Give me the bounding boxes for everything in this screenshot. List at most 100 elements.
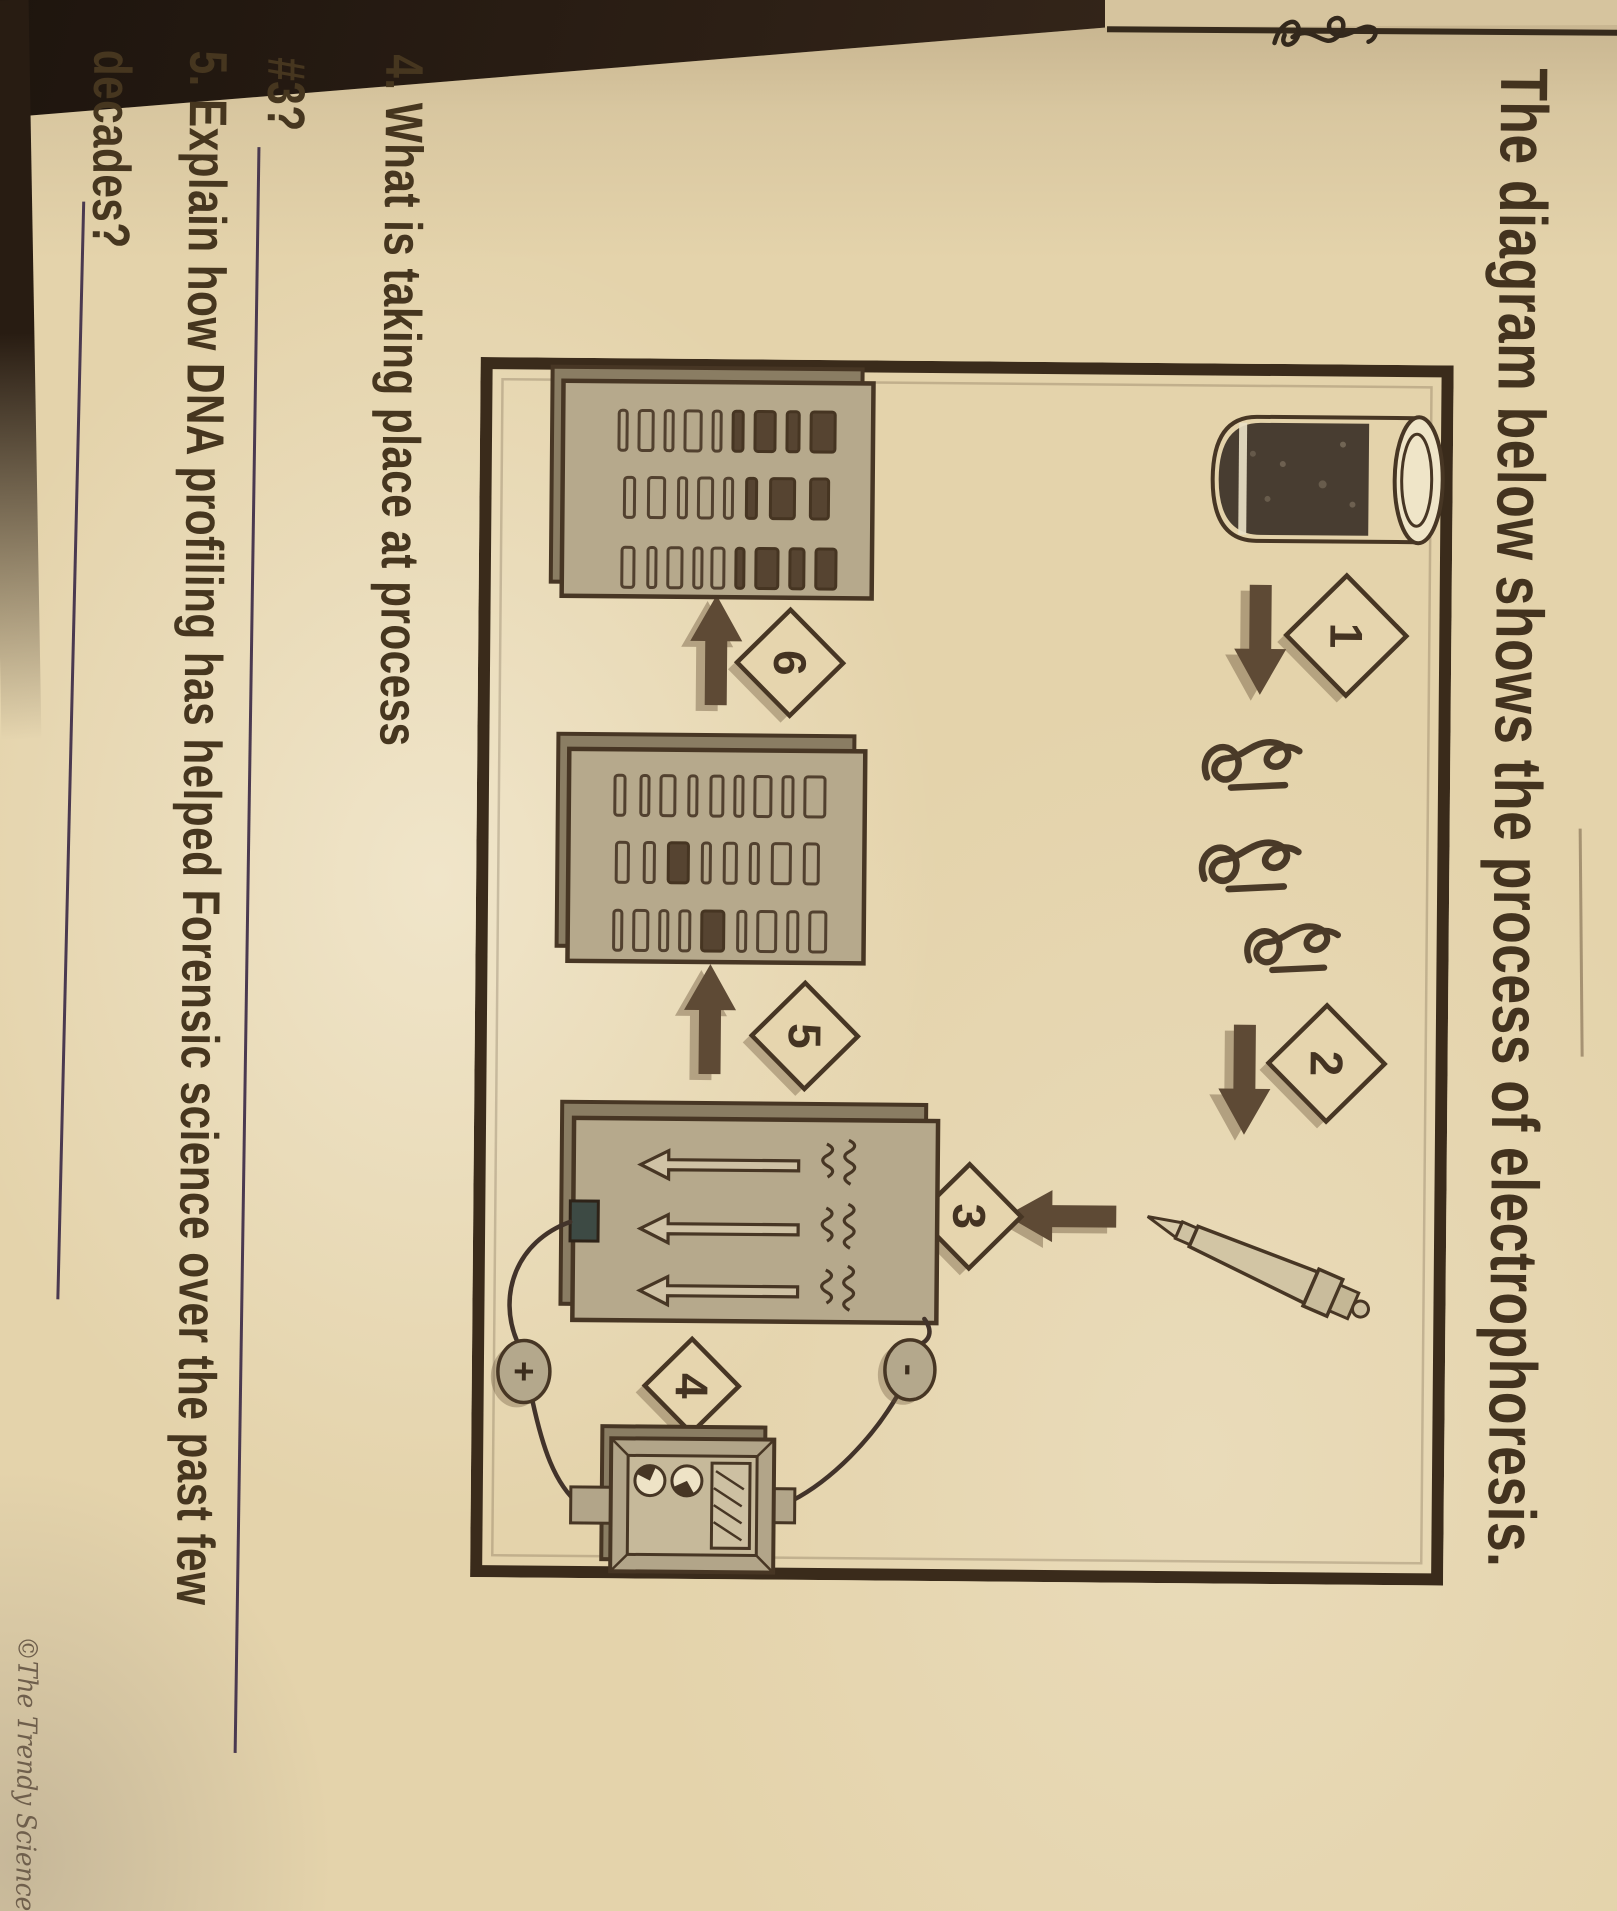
gel-panel-middle-bands (612, 773, 828, 954)
gel-band (722, 841, 738, 885)
diagram-border (470, 357, 1454, 1586)
gel-panel-final (548, 364, 876, 601)
step-5-marker: 5 (742, 979, 861, 1096)
gel-band (748, 841, 760, 885)
page-title-text: The diagram below shows the process of e… (1473, 67, 1562, 1568)
gel-band (808, 477, 831, 521)
gel-band (770, 842, 792, 886)
gel-band (788, 547, 806, 591)
arrow-step-5 (674, 964, 737, 1081)
arrow-step-1 (1225, 584, 1287, 701)
wire-chamber-to-positive (507, 1219, 573, 1344)
step-1-number: 1 (1320, 623, 1372, 649)
gel-band (768, 477, 797, 521)
gel-band (632, 908, 650, 952)
step-5-number: 5 (779, 1023, 831, 1049)
gel-band (722, 476, 735, 520)
gel-band (736, 909, 748, 953)
gel-band (809, 410, 837, 454)
gel-band (785, 410, 801, 454)
arrow-step-2 (1209, 1024, 1271, 1141)
gel-band (753, 409, 777, 454)
gel-band (733, 774, 745, 818)
gel-band (731, 409, 745, 453)
step-1-marker: 1 (1277, 572, 1410, 703)
gel-band (620, 545, 636, 589)
wire-negative-to-supply (789, 1394, 899, 1504)
gel-band (700, 909, 726, 953)
gel-band (709, 774, 725, 818)
question-5-line-1: 5. Explain how DNA profiling has helped … (164, 50, 238, 1606)
gel-band (803, 775, 827, 819)
sample-layer-line (1238, 422, 1248, 535)
gel-band (734, 546, 746, 590)
gel-band (814, 547, 838, 591)
gel-band (637, 408, 655, 453)
gel-band (663, 409, 675, 453)
gel-band (646, 476, 667, 520)
gel-band (700, 841, 712, 885)
step-3-number: 3 (943, 1203, 995, 1229)
gel-band (622, 475, 637, 519)
question-5-answer-blank[interactable] (56, 201, 86, 1300)
gel-band (614, 840, 630, 884)
migration-lane-arrows (636, 1148, 801, 1308)
handwritten-scribble (1272, 15, 1378, 47)
gel-band (754, 546, 780, 591)
electrophoresis-diagram: 1 (470, 357, 1454, 1586)
step-6-marker: 6 (728, 606, 847, 723)
electrode-positive: + (490, 1338, 552, 1408)
gel-band (802, 842, 820, 886)
gel-band (786, 910, 800, 954)
pipette-plunger (1350, 1299, 1370, 1319)
gel-band (710, 546, 726, 590)
question-5-line-2: decades? (80, 49, 142, 249)
gel-band (678, 909, 692, 953)
gel-panel-middle (554, 731, 868, 966)
pipette-barrel (1186, 1224, 1321, 1306)
dna-strands (1198, 738, 1341, 974)
gel-band (642, 841, 656, 885)
gel-band (666, 841, 690, 885)
diagram-inner-line (491, 377, 1433, 1565)
gel-band (687, 774, 699, 818)
gel-band (666, 546, 684, 590)
gel-band (676, 476, 689, 520)
arrow-step-3 (997, 1190, 1117, 1248)
power-supply (569, 1424, 797, 1575)
gel-band (612, 908, 624, 952)
gel-band (658, 909, 670, 953)
gel-band (659, 774, 677, 818)
gel-band (808, 910, 828, 954)
gel-band (639, 773, 651, 818)
question-4-answer-blank[interactable] (233, 147, 261, 1753)
gel-panel-final-bands (617, 408, 838, 591)
gel-band (753, 774, 773, 819)
step-2-marker: 2 (1259, 1002, 1388, 1129)
step-4-number: 4 (666, 1373, 718, 1399)
step-4-marker: 4 (635, 1335, 742, 1440)
supply-grill (709, 1461, 752, 1550)
gel-band (711, 409, 723, 453)
gel-band (744, 476, 759, 520)
negative-symbol: - (890, 1364, 931, 1376)
gel-band (781, 775, 795, 819)
gel-wells (820, 1138, 857, 1312)
copyright-credit: ©The Trendy Science Teacher, 20 (7, 1635, 43, 1911)
arrow-step-6 (681, 595, 743, 712)
step-2-number: 2 (1300, 1050, 1352, 1076)
gel-band (683, 409, 703, 453)
gel-band (756, 910, 778, 954)
gel-chamber (558, 1099, 941, 1326)
question-4-line-1: 4. What is taking place at process (368, 54, 434, 747)
gel-band (613, 773, 627, 817)
micropipette (1146, 1215, 1370, 1321)
gel-band (692, 546, 704, 590)
positive-symbol: + (504, 1361, 545, 1382)
dark-sample (1218, 422, 1370, 536)
blood-sample-tube (1210, 414, 1445, 546)
step-6-number: 6 (764, 650, 816, 676)
chamber-terminal (568, 1199, 600, 1243)
